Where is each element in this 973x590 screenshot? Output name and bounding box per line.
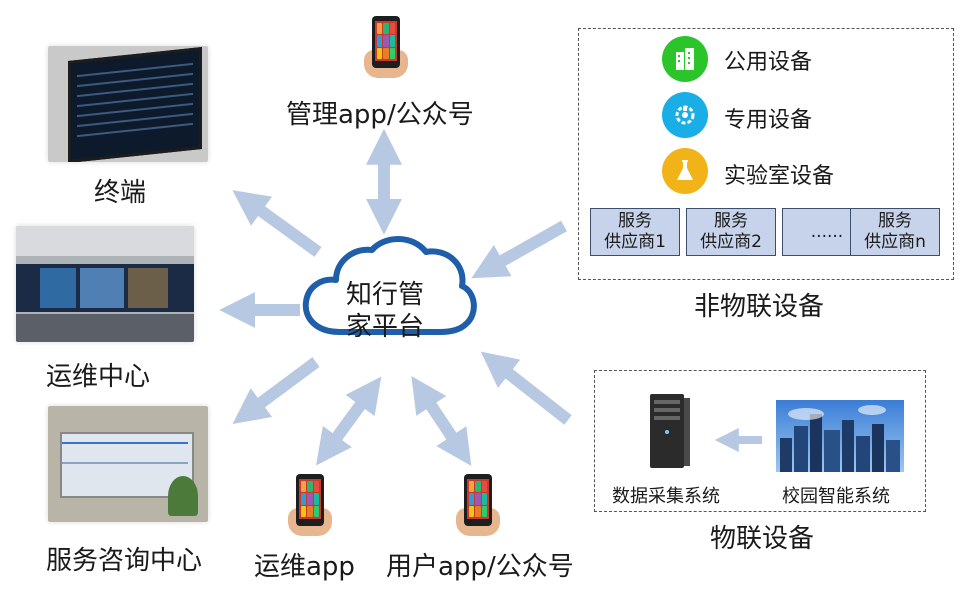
vendor-1-line1: 服务 xyxy=(617,211,652,231)
vendor-2-line1: 服务 xyxy=(713,211,748,231)
vendor-n-line1: 服务 xyxy=(878,211,912,231)
platform-name-line1: 知行管 xyxy=(346,280,425,310)
flask-icon xyxy=(662,148,708,194)
terminal-photo xyxy=(48,46,208,162)
management-app-phone xyxy=(364,16,408,78)
platform-name-line2: 家平台 xyxy=(346,312,425,342)
ops-app-phone xyxy=(288,474,332,536)
server-icon xyxy=(650,394,690,468)
ops-center-label: 运维中心 xyxy=(46,362,151,392)
terminal-label: 终端 xyxy=(94,178,147,208)
arrow-from-non-iot xyxy=(471,220,567,279)
data-collection-label: 数据采集系统 xyxy=(612,486,720,507)
vendor-n-line2: 供应商n xyxy=(864,232,926,252)
user-app-label: 用户app/公众号 xyxy=(386,552,574,582)
service-center-label: 服务咨询中心 xyxy=(46,546,203,576)
vendor-2-box: 服务供应商2 xyxy=(686,208,776,256)
management-app-label: 管理app/公众号 xyxy=(286,100,474,130)
vendor-2-line2: 供应商2 xyxy=(700,232,762,252)
campus-system-label: 校园智能系统 xyxy=(782,486,890,507)
ops-app-label: 运维app xyxy=(254,552,355,582)
arrow-user-app-bidirectional xyxy=(411,376,472,466)
non-iot-box xyxy=(578,28,954,280)
arrow-from-iot xyxy=(480,351,572,425)
arrow-ops-app-bidirectional xyxy=(316,376,382,466)
vendor-1-box: 服务供应商1 xyxy=(590,208,680,256)
iot-box xyxy=(594,370,926,512)
building-icon xyxy=(662,36,708,82)
arrow-to-service-center xyxy=(232,357,320,425)
lab-equipment-label: 实验室设备 xyxy=(724,164,835,189)
vendor-n-box: 服务供应商n xyxy=(850,208,940,256)
ops-center-photo xyxy=(16,226,194,342)
arrow-to-terminal xyxy=(232,190,322,257)
vendor-1-line2: 供应商1 xyxy=(604,232,666,252)
campus-skyline-image xyxy=(776,400,904,472)
service-center-photo xyxy=(48,406,208,522)
vendor-ellipsis-text: ...... xyxy=(810,221,844,242)
public-equipment-label: 公用设备 xyxy=(724,50,813,75)
non-iot-title: 非物联设备 xyxy=(694,292,825,322)
special-equipment-label: 专用设备 xyxy=(724,108,813,133)
gear-icon xyxy=(662,92,708,138)
user-app-phone xyxy=(456,474,500,536)
iot-title: 物联设备 xyxy=(710,524,815,554)
cloud-shape xyxy=(302,236,477,335)
